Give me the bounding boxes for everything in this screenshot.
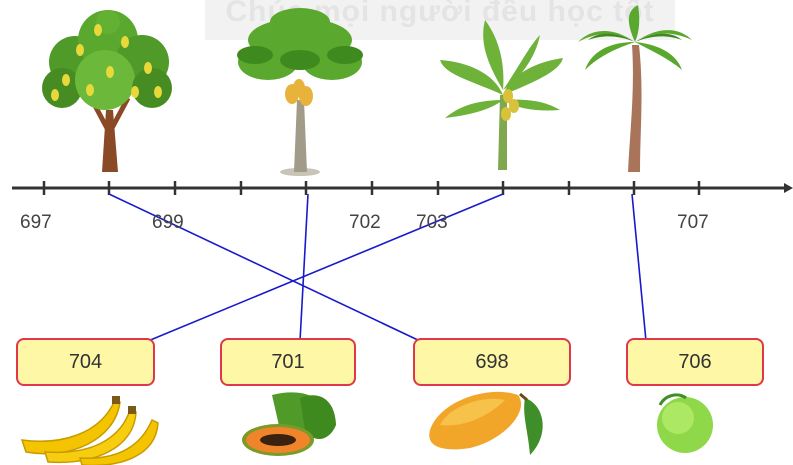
papaya-fruit-icon xyxy=(242,392,336,456)
banana-tree-icon xyxy=(440,20,563,170)
mango-fruit-icon xyxy=(429,391,543,455)
papaya-tree-icon xyxy=(237,8,363,176)
connector-lines xyxy=(108,193,647,342)
coconut-palm-icon xyxy=(578,5,692,172)
connector-704 xyxy=(147,193,504,342)
number-box-papaya: 701 xyxy=(220,338,356,386)
number-box-guava: 706 xyxy=(626,338,764,386)
tick-label-707: 707 xyxy=(677,212,709,233)
bananas-icon xyxy=(20,396,159,465)
tick-label-697: 697 xyxy=(20,212,52,233)
guava-fruit-icon xyxy=(657,393,713,453)
number-box-banana: 704 xyxy=(16,338,155,386)
tick-label-702: 702 xyxy=(349,212,381,233)
tick-label-703: 703 xyxy=(416,212,448,233)
connector-701 xyxy=(299,193,309,342)
connector-698 xyxy=(108,193,421,342)
tick-label-699: 699 xyxy=(152,212,184,233)
mango-tree-icon xyxy=(42,10,172,172)
connector-706 xyxy=(631,193,647,342)
number-box-mango: 698 xyxy=(413,338,571,386)
number-line xyxy=(12,181,793,195)
